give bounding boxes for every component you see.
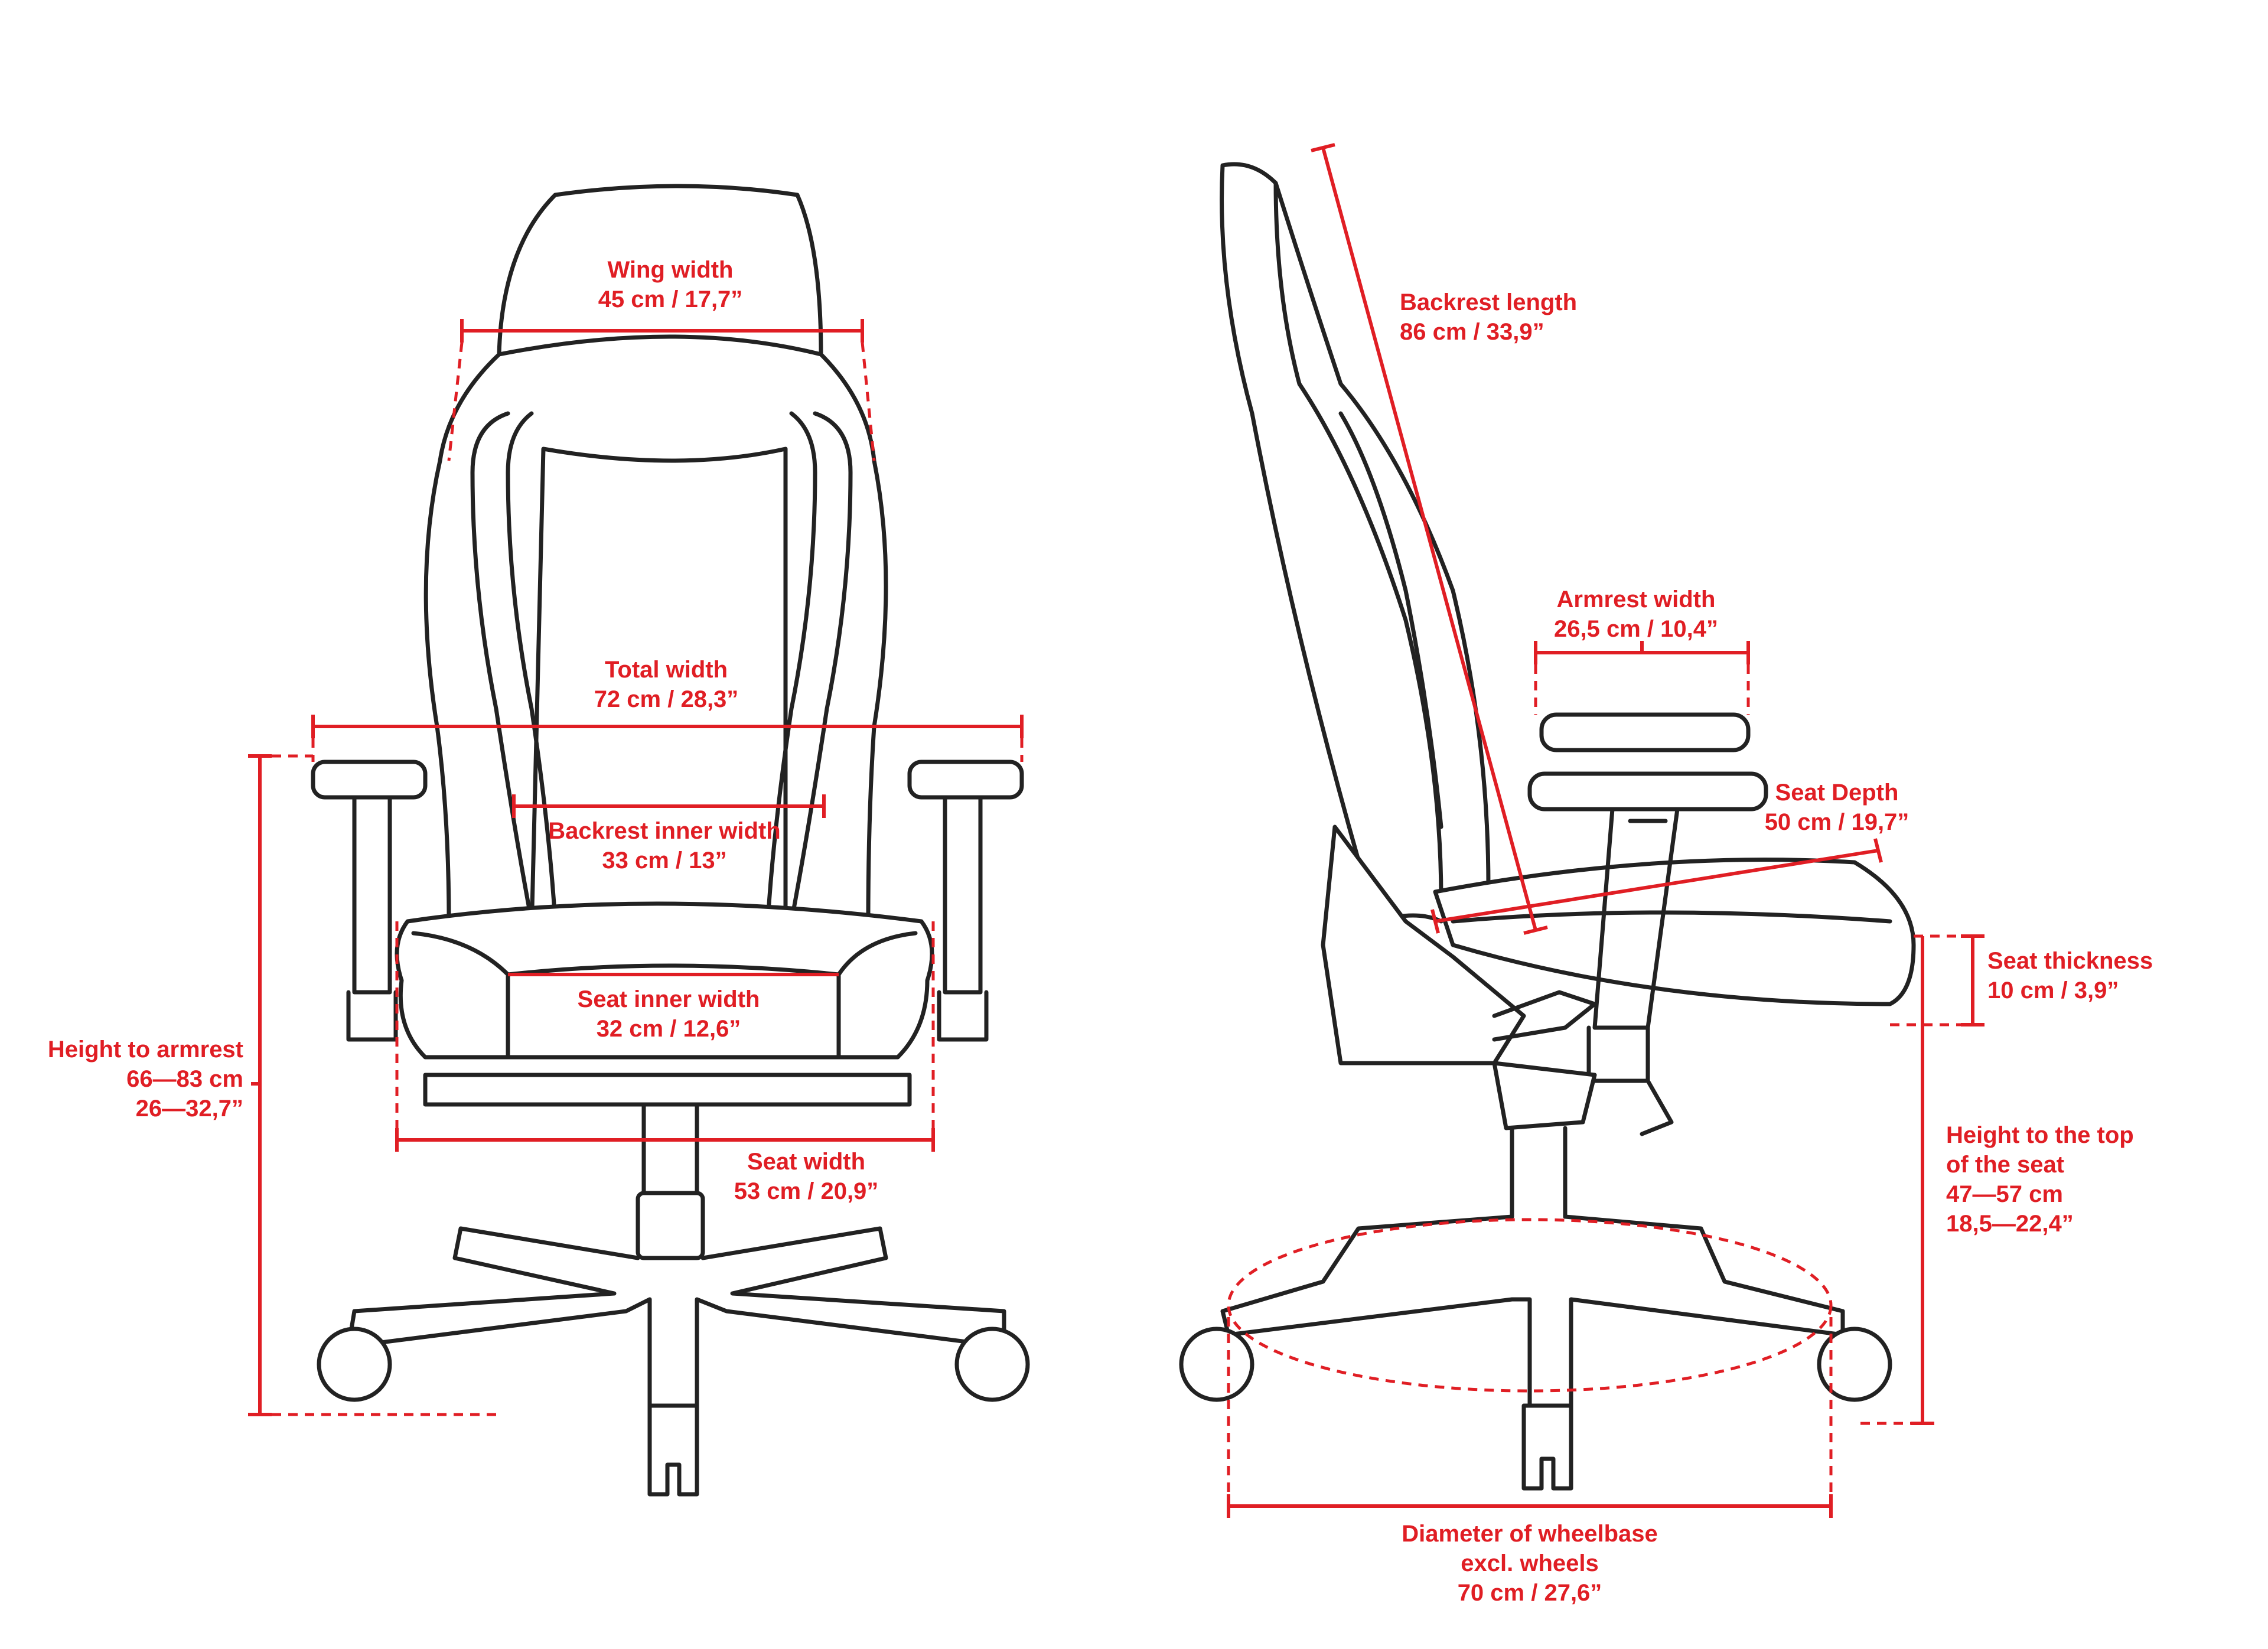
front-left-bolster-inner <box>506 411 558 924</box>
front-center-caster <box>647 1403 699 1497</box>
total-width-label: Total width <box>605 657 728 683</box>
front-cylinder-sleeve <box>636 1191 705 1260</box>
front-seat-plate <box>423 1073 912 1107</box>
seat-width-label: Seat width <box>747 1149 865 1175</box>
height-to-armrest-cm: 66—83 cm <box>126 1066 243 1092</box>
height-to-seat-top-inch: 18,5—22,4” <box>1946 1211 2074 1237</box>
front-right-armrest-post <box>937 795 989 1042</box>
front-chair-drawing <box>311 184 1030 1497</box>
seat-depth-value: 50 cm / 19,7” <box>1765 809 1909 835</box>
height-to-seat-top-cm: 47—57 cm <box>1946 1181 2063 1207</box>
front-backrest-outline <box>423 184 888 924</box>
side-gas-cylinder <box>1510 1126 1568 1219</box>
seat-inner-width-label: Seat inner width <box>578 986 760 1012</box>
front-gas-cylinder <box>641 1102 699 1195</box>
front-seat-right-fold <box>836 931 918 977</box>
front-right-armrest-pad <box>907 760 1024 800</box>
height-to-armrest-label: Height to armrest <box>48 1037 243 1063</box>
side-bolster <box>1338 411 1443 829</box>
backrest-length-value: 86 cm / 33,9” <box>1400 319 1544 345</box>
side-armrest-post <box>1586 807 1680 1083</box>
side-dimensions <box>1227 143 1984 1518</box>
wheelbase-diameter-value: 70 cm / 27,6” <box>1458 1580 1602 1606</box>
front-headrest-collar <box>497 334 823 357</box>
front-seat-inner <box>506 963 841 1060</box>
front-left-bolster <box>470 411 534 924</box>
wing-width-label: Wing width <box>608 257 734 283</box>
height-to-armrest-inch: 26—32,7” <box>136 1096 243 1122</box>
side-back-bracket <box>1321 824 1526 1065</box>
side-backrest-outline <box>1220 162 1491 924</box>
seat-thickness-value: 10 cm / 3,9” <box>1987 977 2119 1003</box>
backrest-inner-width-value: 33 cm / 13” <box>602 848 726 874</box>
side-seat-plate <box>1492 1061 1597 1130</box>
height-to-seat-top-line2: of the seat <box>1946 1152 2064 1178</box>
wing-width-value: 45 cm / 17,7” <box>598 286 743 312</box>
backrest-inner-width-label: Backrest inner width <box>548 818 780 844</box>
front-labels: Wing width 45 cm / 17,7” Total width 72 … <box>48 257 878 1204</box>
front-seat-cushion <box>395 901 934 1060</box>
wheelbase-diameter-line1: Diameter of wheelbase <box>1402 1521 1658 1547</box>
front-left-caster <box>317 1327 392 1402</box>
wheelbase-diameter-line2: excl. wheels <box>1461 1550 1598 1576</box>
side-armrest-pad-lower <box>1527 771 1768 812</box>
front-dimensions <box>248 319 1024 1416</box>
side-seat-cushion <box>1433 858 1916 1006</box>
seat-depth-label: Seat Depth <box>1775 780 1899 806</box>
armrest-width-value: 26,5 cm / 10,4” <box>1554 616 1718 642</box>
side-chair-drawing <box>1179 162 1916 1491</box>
front-right-bolster <box>789 411 853 924</box>
height-to-seat-top-line1: Height to the top <box>1946 1122 2134 1148</box>
side-right-caster <box>1817 1327 1892 1402</box>
seat-width-value: 53 cm / 20,9” <box>734 1178 879 1204</box>
side-armrest-pad-top <box>1539 712 1751 752</box>
front-right-bolster-inner <box>765 411 817 924</box>
seat-thickness-label: Seat thickness <box>1987 948 2153 974</box>
total-width-value: 72 cm / 28,3” <box>594 686 739 712</box>
seat-inner-width-value: 32 cm / 12,6” <box>597 1016 741 1042</box>
armrest-width-label: Armrest width <box>1557 586 1716 612</box>
wheelbase-ellipse <box>1227 1218 1833 1393</box>
side-left-caster <box>1179 1327 1254 1402</box>
front-right-caster <box>954 1327 1030 1402</box>
front-center-panel <box>529 447 788 936</box>
front-left-armrest-post <box>346 795 398 1042</box>
side-labels: Backrest length 86 cm / 33,9” Armrest wi… <box>1400 289 2153 1606</box>
front-seat-left-fold <box>411 931 510 977</box>
front-left-armrest-pad <box>311 760 428 800</box>
backrest-length-label: Backrest length <box>1400 289 1577 315</box>
side-center-caster <box>1521 1403 1573 1491</box>
